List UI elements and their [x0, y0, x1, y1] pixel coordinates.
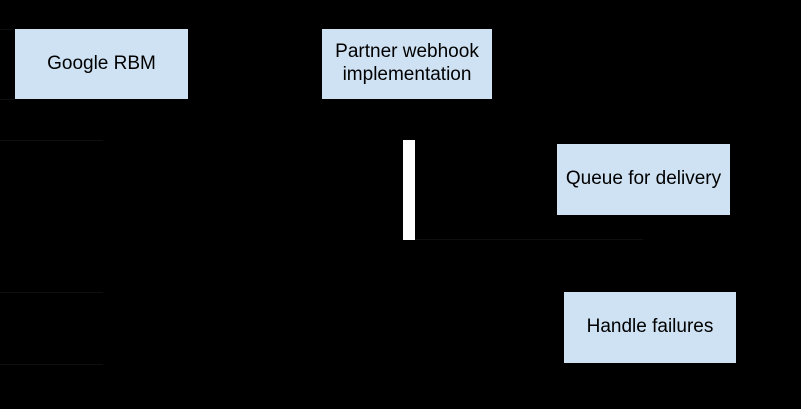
node-google-rbm: Google RBM [15, 29, 188, 99]
activation-bar [403, 140, 415, 240]
faint-arrow-line [0, 364, 103, 365]
node-partner-webhook-label: Partner webhook implementation [335, 41, 479, 85]
node-google-rbm-label: Google RBM [47, 52, 156, 74]
node-handle-failures: Handle failures [564, 292, 736, 363]
faint-arrow-line [415, 239, 643, 240]
node-queue-for-delivery-label: Queue for delivery [565, 168, 722, 190]
node-partner-webhook: Partner webhook implementation [322, 29, 492, 99]
faint-arrow-line [0, 140, 103, 141]
faint-box-edge [0, 99, 14, 100]
node-queue-for-delivery: Queue for delivery [557, 144, 730, 215]
node-handle-failures-label: Handle failures [586, 316, 714, 338]
faint-box-edge [0, 29, 14, 30]
faint-arrow-line [0, 292, 103, 293]
